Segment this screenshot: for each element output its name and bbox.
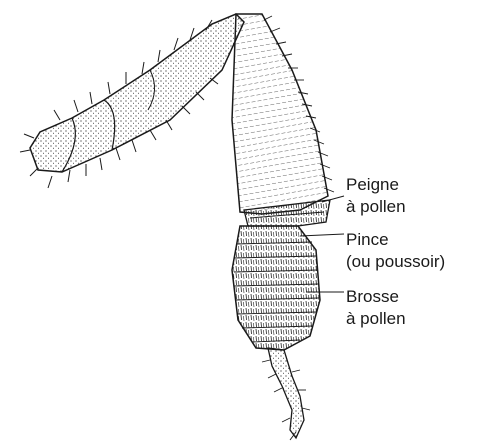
label-pincer-line1: Pince — [346, 229, 445, 251]
leader-pince — [300, 234, 344, 236]
distal-tarsus — [262, 348, 310, 440]
label-pollen-comb-line1: Peigne — [346, 174, 406, 196]
label-pincer: Pince (ou poussoir) — [346, 229, 445, 273]
label-pollen-brush-line1: Brosse — [346, 286, 406, 308]
femur-segment — [20, 14, 244, 188]
label-pollen-brush: Brosse à pollen — [346, 286, 406, 330]
label-pollen-comb-line2: à pollen — [346, 196, 406, 218]
tibia-segment — [232, 14, 334, 214]
basitarsus-segment — [232, 226, 320, 350]
label-pollen-brush-line2: à pollen — [346, 308, 406, 330]
label-pincer-line2: (ou poussoir) — [346, 251, 445, 273]
label-pollen-comb: Peigne à pollen — [346, 174, 406, 218]
